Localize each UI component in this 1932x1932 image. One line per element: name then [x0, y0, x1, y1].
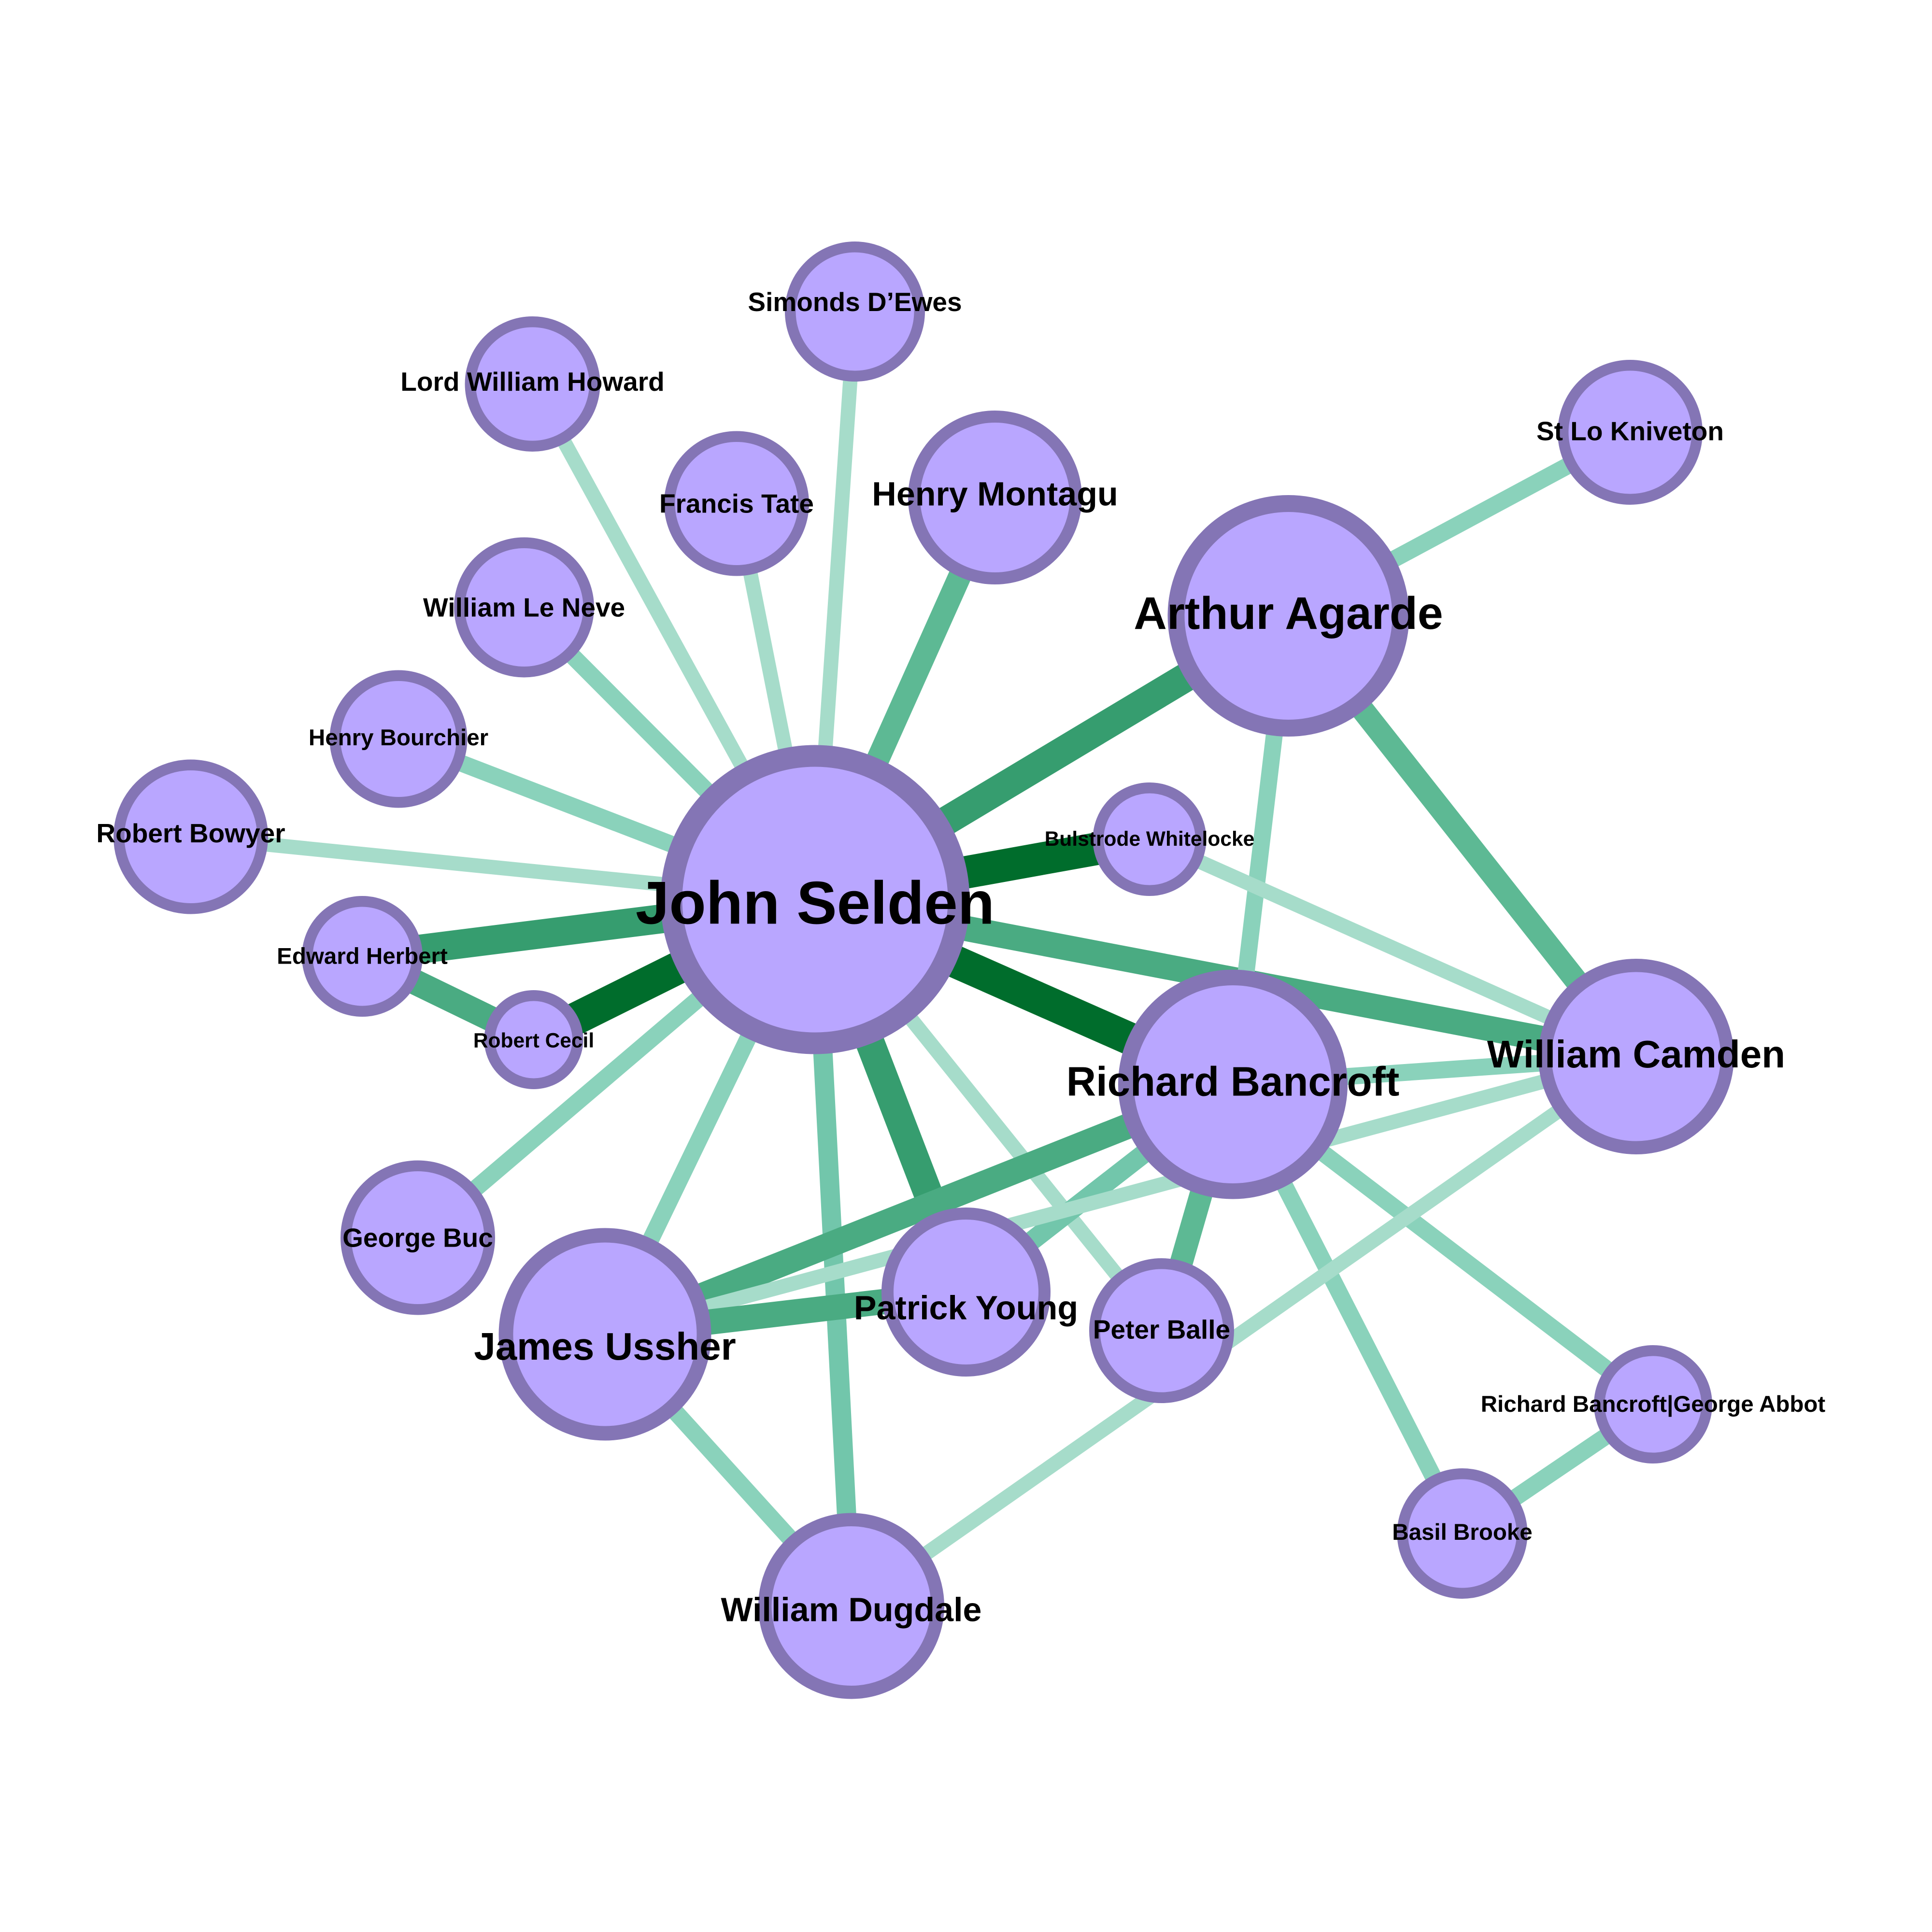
node-george-buc[interactable]: [341, 1160, 495, 1315]
node-henry-bourchier[interactable]: [329, 670, 468, 808]
node-label-john-selden: John Selden: [636, 870, 994, 937]
node-basil-brooke[interactable]: [1397, 1468, 1528, 1599]
node-richard-bancroft[interactable]: [1118, 969, 1348, 1199]
node-label-james-ussher: James Ussher: [474, 1325, 736, 1368]
node-label-francis-tate: Francis Tate: [659, 489, 814, 519]
node-lord-william-howard[interactable]: [465, 316, 600, 452]
node-label-bulstrode-whitelocke: Bulstrode Whitelocke: [1045, 828, 1255, 851]
node-label-george-buc: George Buc: [342, 1223, 493, 1253]
node-st-lo-kniveton[interactable]: [1558, 360, 1703, 505]
node-john-selden[interactable]: [660, 745, 970, 1054]
node-james-ussher[interactable]: [498, 1228, 711, 1441]
node-henry-montagu[interactable]: [908, 411, 1082, 584]
edge-william-camden-james-ussher: [603, 1050, 1638, 1341]
node-label-henry-montagu: Henry Montagu: [872, 475, 1118, 513]
node-bulstrode-whitelocke[interactable]: [1093, 782, 1207, 896]
node-label-peter-balle: Peter Balle: [1093, 1315, 1230, 1345]
node-richard-bancroft-george-abbot[interactable]: [1594, 1345, 1712, 1463]
node-peter-balle[interactable]: [1089, 1258, 1234, 1403]
node-label-robert-bowyer: Robert Bowyer: [96, 818, 285, 848]
node-simonds-dewes[interactable]: [785, 242, 925, 382]
node-label-william-dugdale: William Dugdale: [721, 1591, 981, 1629]
node-patrick-young[interactable]: [881, 1208, 1051, 1377]
node-william-camden[interactable]: [1538, 959, 1734, 1154]
node-label-edward-herbert: Edward Herbert: [277, 944, 448, 969]
node-label-simonds-dewes: Simonds D’Ewes: [748, 287, 962, 317]
node-label-robert-cecil: Robert Cecil: [473, 1030, 594, 1052]
node-robert-bowyer[interactable]: [114, 759, 268, 914]
node-label-st-lo-kniveton: St Lo Kniveton: [1536, 416, 1724, 446]
node-label-lord-william-howard: Lord William Howard: [400, 367, 664, 397]
node-label-patrick-young: Patrick Young: [854, 1289, 1078, 1327]
node-label-arthur-agarde: Arthur Agarde: [1134, 588, 1443, 639]
node-label-william-camden: William Camden: [1487, 1033, 1785, 1076]
node-arthur-agarde[interactable]: [1167, 495, 1409, 737]
node-label-basil-brooke: Basil Brooke: [1392, 1520, 1532, 1545]
node-label-henry-bourchier: Henry Bourchier: [309, 725, 488, 751]
node-william-le-neve[interactable]: [454, 537, 594, 678]
node-label-richard-bancroft: Richard Bancroft: [1066, 1059, 1400, 1105]
node-label-richard-bancroft-george-abbot: Richard Bancroft|George Abbot: [1481, 1392, 1826, 1417]
node-william-dugdale[interactable]: [758, 1513, 944, 1699]
node-robert-cecil[interactable]: [484, 990, 583, 1089]
edge-william-camden-william-dugdale: [847, 1051, 1641, 1612]
node-francis-tate[interactable]: [664, 431, 809, 576]
nodes-layer: [114, 242, 1734, 1699]
node-edward-herbert[interactable]: [302, 896, 423, 1017]
node-label-william-le-neve: William Le Neve: [423, 593, 625, 623]
